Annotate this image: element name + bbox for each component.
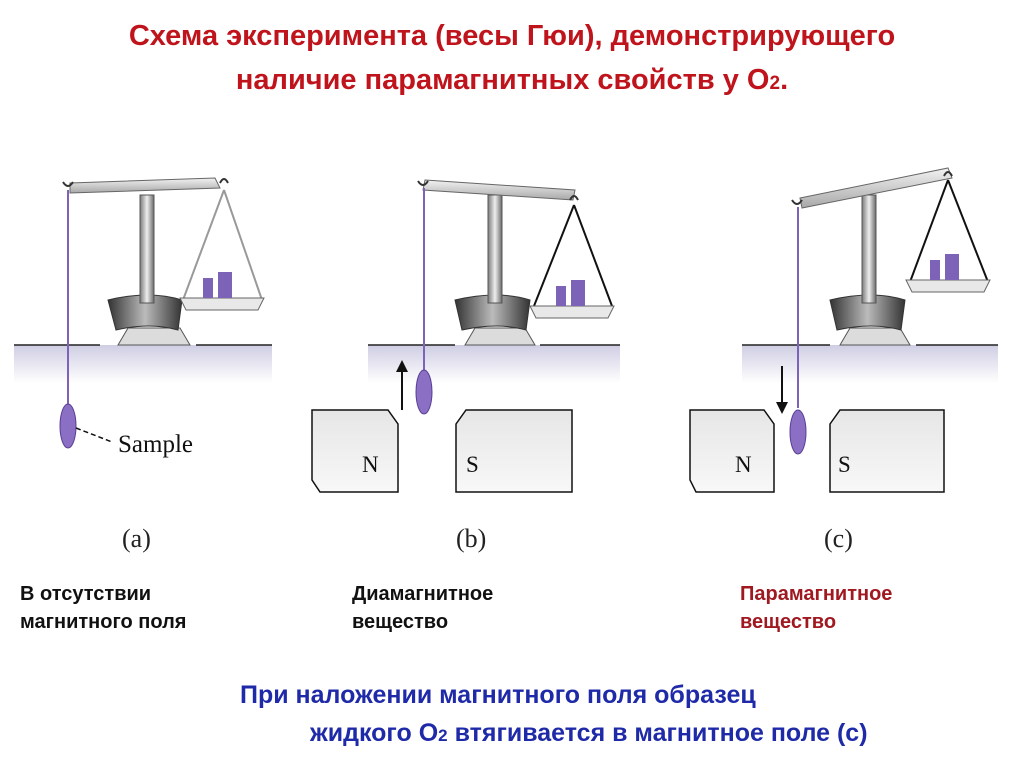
caption-a: (a) <box>122 524 151 553</box>
balance-base <box>464 327 536 346</box>
balance-dial <box>454 294 531 331</box>
weight-large <box>945 254 959 280</box>
sample-tube <box>59 403 77 449</box>
panel-c-balance: N S <box>689 167 998 493</box>
magnet-north <box>689 409 775 493</box>
sample-tube <box>415 369 433 415</box>
weight-large <box>571 280 585 306</box>
weight-large <box>218 272 232 298</box>
table-surface <box>742 345 998 383</box>
balance-base <box>117 327 191 346</box>
conclusion-line-2: жидкого O2 втягивается в магнитное поле … <box>310 719 868 747</box>
pole-n-label: N <box>735 452 752 477</box>
balance-post <box>139 194 155 304</box>
desc-no-field: В отсутствии магнитного поля <box>20 583 187 633</box>
panel-b-balance: N S <box>311 179 620 493</box>
weight-pan <box>905 279 991 293</box>
weight-pan <box>529 305 615 319</box>
magnet-south <box>829 409 945 493</box>
balance-base <box>839 327 911 346</box>
slide-title: Схема эксперимента (весы Гюи), демонстри… <box>0 14 1024 106</box>
sample-tube <box>789 409 807 455</box>
pole-n-label: N <box>362 452 379 477</box>
balance-beam <box>422 179 576 201</box>
weight-small <box>203 278 213 298</box>
balance-dial <box>829 294 906 331</box>
balance-beam <box>799 167 953 209</box>
pole-s-label: S <box>466 452 479 477</box>
weight-pan <box>179 297 265 311</box>
magnet-south <box>455 409 573 493</box>
conclusion-line-1: При наложении магнитного поля образец <box>240 681 756 709</box>
table-surface <box>368 345 620 383</box>
sample-label: Sample <box>118 431 193 458</box>
balance-dial <box>107 294 183 331</box>
panel-a-balance: Sample <box>14 177 272 458</box>
conclusion-text: При наложении магнитного поля образец жи… <box>240 676 1020 755</box>
weight-small <box>556 286 566 306</box>
table-surface <box>14 345 272 383</box>
magnet-north <box>311 409 399 493</box>
caption-c: (c) <box>824 524 853 553</box>
desc-paramagnetic: Парамагнитное вещество <box>740 583 893 633</box>
pole-s-label: S <box>838 452 851 477</box>
balance-beam <box>69 177 221 194</box>
desc-diamagnetic: Диамагнитное вещество <box>352 583 494 633</box>
balance-post <box>861 194 877 304</box>
caption-b: (b) <box>456 524 487 553</box>
title-line-2: наличие парамагнитных свойств у O2. <box>235 64 789 96</box>
title-line-1: Схема эксперимента (весы Гюи), демонстри… <box>128 20 896 52</box>
weight-small <box>930 260 940 280</box>
balance-post <box>487 194 503 304</box>
